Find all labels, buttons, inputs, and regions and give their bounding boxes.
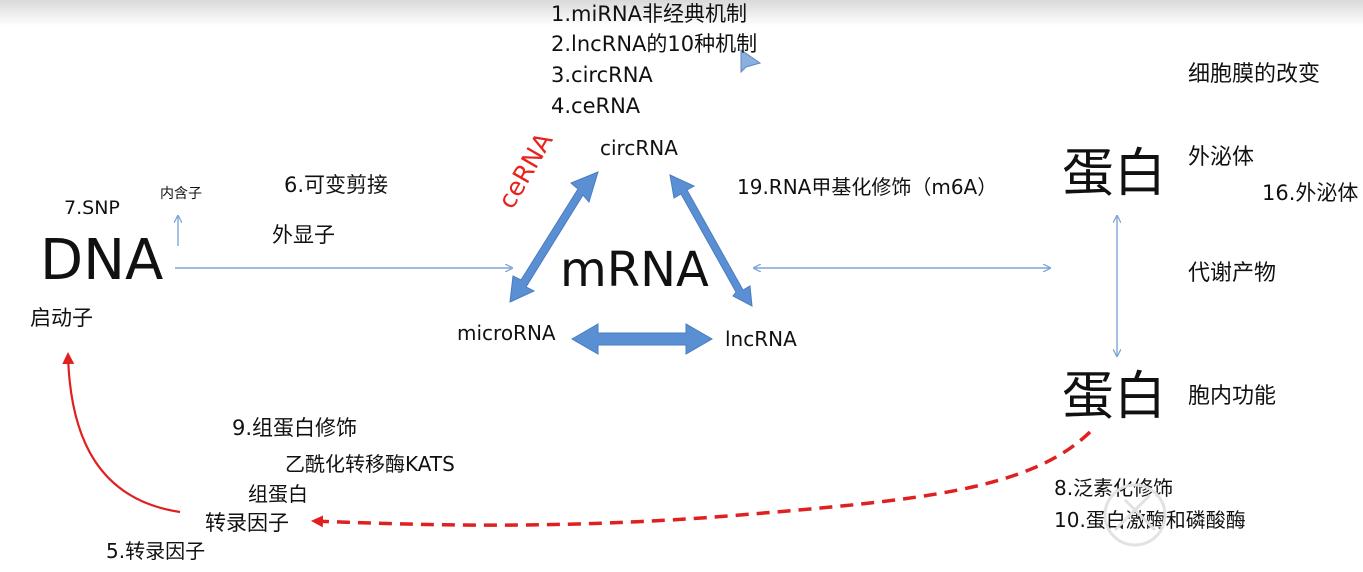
metabolite-label: 代谢产物: [1188, 261, 1277, 286]
mrna-label: mRNA: [560, 242, 709, 298]
intracellular-function-label: 胞内功能: [1188, 384, 1277, 409]
snp-label: 7.SNP: [64, 197, 120, 219]
lncrna-label: lncRNA: [725, 327, 797, 351]
note-cerna: 4.ceRNA: [551, 94, 641, 118]
histone-label: 组蛋白: [248, 482, 308, 506]
note-mirna: 1.miRNA非经典机制: [551, 2, 747, 26]
circrna-label: circRNA: [600, 136, 678, 160]
transcription-factor-num-label: 5.转录因子: [106, 539, 206, 563]
dna-label: DNA: [40, 228, 164, 293]
exosome-16-label: 16.外泌体: [1262, 181, 1359, 205]
watermark-logo-icon: [1103, 483, 1167, 547]
protein-top-label: 蛋白: [1062, 144, 1167, 204]
red-solid-arrow: [62, 352, 181, 514]
red-dashed-arrow: [311, 430, 1092, 528]
acetyltransferase-label: 乙酰化转移酶KATS: [285, 452, 455, 476]
protein-bottom-label: 蛋白: [1062, 367, 1167, 427]
histone-modification-label: 9.组蛋白修饰: [232, 416, 358, 440]
kinase-phosphatase-label: 10.蛋白激酶和磷酸酶: [1054, 508, 1246, 532]
exosome-label: 外泌体: [1188, 145, 1255, 170]
intron-label: 内含子: [160, 186, 202, 202]
arrow-circrna-microrna: [509, 171, 599, 303]
transcription-factor-label: 转录因子: [205, 511, 289, 535]
m6a-label: 19.RNA甲基化修饰（m6A）: [737, 175, 998, 199]
note-lncrna: 2.lncRNA的10种机制: [551, 32, 758, 56]
membrane-change-label: 细胞膜的改变: [1188, 62, 1321, 87]
promoter-label: 启动子: [30, 306, 93, 330]
arrow-microrna-lncrna: [570, 323, 714, 355]
mouse-cursor-icon: [740, 49, 762, 74]
alt-splicing-label: 6.可变剪接: [284, 173, 389, 197]
ubiquitination-label: 8.泛素化修饰: [1054, 476, 1174, 500]
arrow-circrna-lncrna: [669, 174, 753, 307]
note-circrna: 3.circRNA: [551, 63, 653, 87]
exon-label: 外显子: [272, 223, 335, 247]
video-top-bar: [0, 0, 1363, 26]
microrna-label: microRNA: [457, 321, 556, 345]
